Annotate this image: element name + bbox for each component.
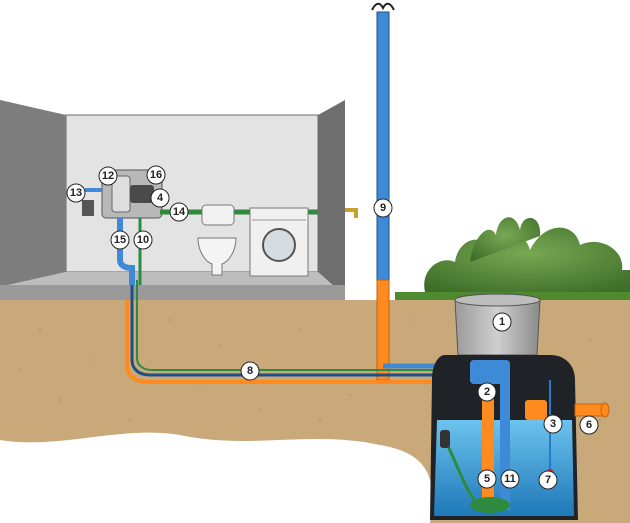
- callout-12: 12: [98, 166, 118, 186]
- callout-9-label: 9: [380, 202, 386, 214]
- overflow-pipe-cap: [600, 402, 610, 418]
- callout-6: 6: [579, 415, 599, 435]
- house-wall-left: [0, 100, 66, 285]
- house-equipment: [82, 169, 358, 285]
- callout-8-label: 8: [247, 365, 253, 377]
- washing-machine-door: [262, 228, 296, 262]
- callout-14: 14: [169, 202, 189, 222]
- callout-10: 10: [133, 230, 153, 250]
- toilet-bowl: [197, 237, 237, 276]
- callout-4-label: 4: [157, 192, 164, 204]
- callouts: 1 2 3 4 5 6 7 8 9 10 11 12 13 14 15 16: [66, 165, 599, 490]
- underground-pipes: [125, 280, 500, 384]
- shrubs: [424, 217, 630, 292]
- drain-line: [125, 300, 500, 384]
- wall-switch-box: [82, 200, 94, 216]
- callout-7-label: 7: [545, 474, 551, 486]
- callout-1: 1: [492, 312, 512, 332]
- downpipe-blue: [376, 11, 390, 281]
- callout-16: 16: [146, 165, 166, 185]
- callout-13-label: 13: [70, 187, 82, 199]
- soil-bottom-edge: [0, 432, 433, 523]
- house-floor-slab: [0, 285, 345, 300]
- callout-9: 9: [373, 198, 393, 218]
- callout-10-label: 10: [137, 234, 149, 246]
- tank-pump: [470, 497, 510, 513]
- toilet-cistern: [201, 204, 235, 226]
- pump-motor: [130, 185, 154, 203]
- tank-suction-pipe: [500, 380, 510, 510]
- callout-11: 11: [500, 469, 520, 489]
- callout-7: 7: [538, 470, 558, 490]
- tank-lid: [454, 293, 541, 307]
- tank-float: [440, 430, 450, 448]
- callout-3-label: 3: [550, 418, 556, 430]
- downpipe-hook: [371, 2, 395, 11]
- callout-16-label: 16: [150, 169, 162, 181]
- suction-line: [130, 280, 470, 377]
- green-line: [136, 280, 470, 371]
- callout-5: 5: [477, 469, 497, 489]
- callout-15: 15: [110, 230, 130, 250]
- house-pipe-vertical: [117, 218, 135, 285]
- callout-3: 3: [543, 414, 563, 434]
- tank-filter-housing: [470, 360, 510, 384]
- callout-2: 2: [477, 382, 497, 402]
- callout-14-label: 14: [173, 206, 186, 218]
- outside-tap: [345, 208, 358, 218]
- tank-filter-pipe: [482, 390, 494, 510]
- callout-2-label: 2: [484, 386, 490, 398]
- callout-13: 13: [66, 183, 86, 203]
- callout-12-label: 12: [102, 170, 114, 182]
- house-wall-right: [318, 100, 345, 296]
- callout-8: 8: [240, 361, 260, 381]
- callout-5-label: 5: [484, 473, 490, 485]
- callout-4: 4: [150, 188, 170, 208]
- callout-1-label: 1: [499, 316, 505, 328]
- callout-11-label: 11: [504, 473, 516, 485]
- soil-texture: [18, 318, 602, 422]
- callout-6-label: 6: [586, 419, 592, 431]
- callout-15-label: 15: [114, 234, 126, 246]
- tank-overflow: [525, 400, 547, 420]
